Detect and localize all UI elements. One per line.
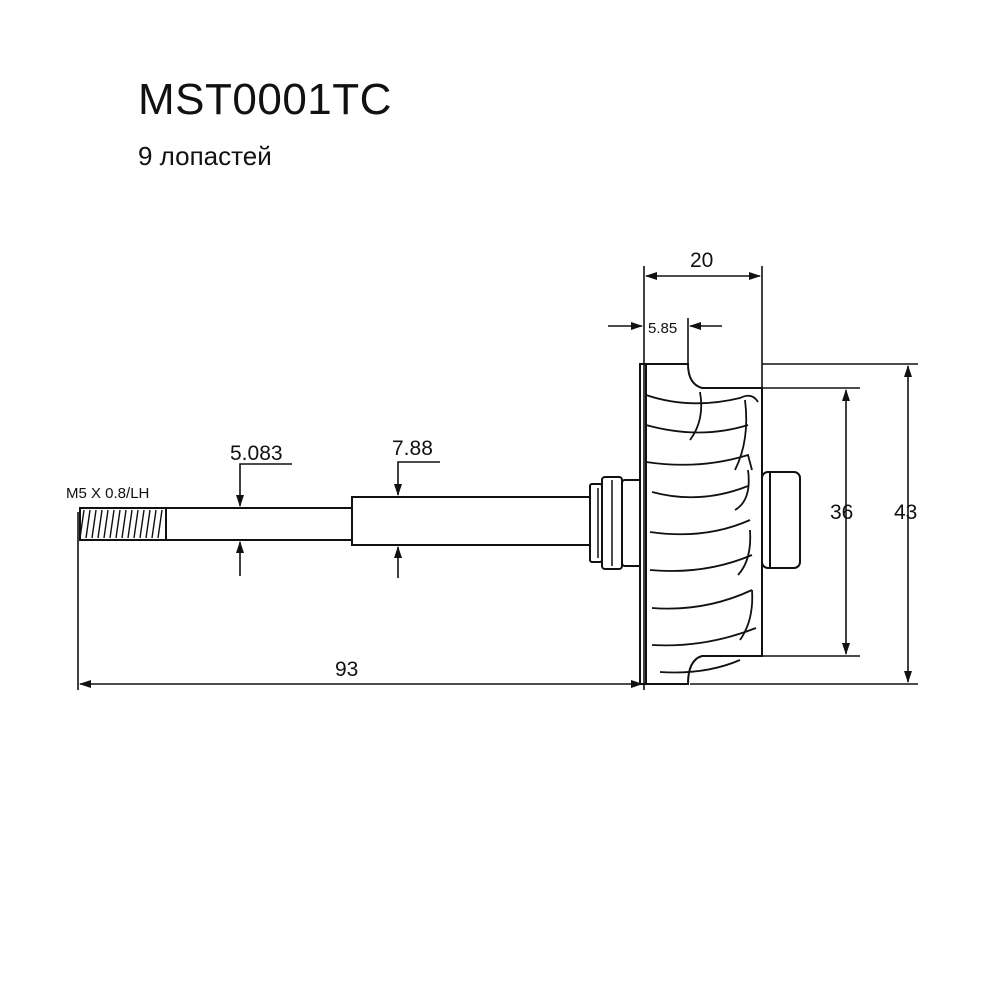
thread-spec-label: M5 X 0.8/LH	[66, 485, 149, 502]
hub-step-label: 5.85	[648, 320, 677, 337]
thread-hatch	[79, 509, 163, 539]
shaft	[79, 476, 645, 570]
wheel-profile	[646, 363, 763, 685]
thick-shaft-diameter-label: 7.88	[392, 437, 433, 460]
wheel-back-plate	[639, 363, 647, 685]
total-length-label: 93	[335, 658, 358, 681]
blade-count-subtitle: 9 лопастей	[138, 141, 272, 171]
part-number-title: MST0001TC	[138, 75, 392, 124]
thin-shaft-diameter-label: 5.083	[230, 442, 283, 465]
outer-diameter-label: 43	[894, 501, 917, 524]
wheel-width-label: 20	[690, 249, 713, 272]
wheel-hub-nose	[761, 471, 801, 569]
inner-diameter-label: 36	[830, 501, 853, 524]
wheel-blades	[645, 391, 759, 674]
shaft-collar	[589, 483, 603, 563]
thick-shaft	[351, 496, 591, 546]
turbine-wheel	[639, 363, 801, 685]
thin-shaft	[165, 507, 353, 541]
